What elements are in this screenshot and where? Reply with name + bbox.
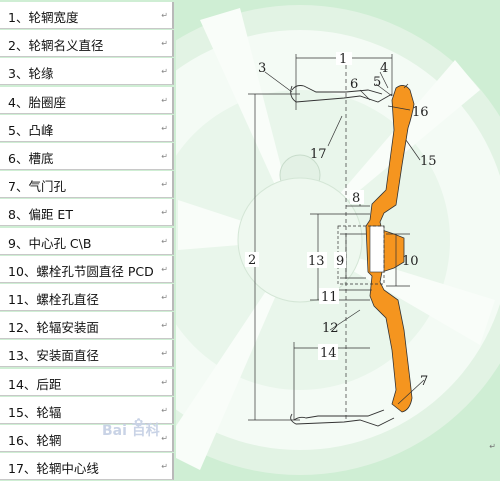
paragraph-mark-icon: ↵	[161, 39, 168, 49]
legend-item-label: 16、轮辋	[8, 433, 62, 448]
paragraph-mark-icon: ↵	[161, 349, 168, 359]
paragraph-mark-icon: ↵	[161, 180, 168, 190]
wheel-section-diagram: 1 2 3 4 5 6 7 8 9 10 11 12 13 14 15 16 1…	[176, 5, 500, 475]
paragraph-mark-icon: ↵	[161, 462, 168, 472]
paragraph-mark-icon: ↵	[161, 123, 168, 133]
callout-16: 16	[412, 105, 429, 120]
paragraph-mark-icon: ↵	[161, 236, 168, 246]
legend-item-label: 17、轮辋中心线	[8, 461, 99, 477]
legend-item: 10、螺栓孔节圆直径 PCD ↵	[0, 255, 174, 283]
paragraph-mark-icon: ↵	[161, 405, 168, 415]
legend-item-label: 7、气门孔	[8, 179, 66, 195]
legend-item: 12、轮辐安装面 ↵	[0, 312, 174, 340]
legend-item-label: 2、轮辋名义直径	[8, 38, 104, 54]
baidu-paw-icon: ✿	[134, 416, 144, 429]
legend-item: 7、气门孔 ↵	[0, 171, 174, 199]
paragraph-mark-icon: ↵	[161, 321, 168, 331]
legend-item: 9、中心孔 C\B ↵	[0, 227, 174, 255]
callout-2: 2	[248, 253, 256, 268]
callout-8: 8	[352, 191, 360, 206]
legend-item: 4、胎圈座 ↵	[0, 86, 174, 114]
legend-item: 2、轮辋名义直径 ↵	[0, 30, 174, 58]
legend-item-label: 8、偏距 ET	[8, 207, 73, 223]
dimension-lines	[248, 54, 425, 421]
callout-9: 9	[336, 254, 344, 269]
callout-15: 15	[420, 154, 437, 169]
legend-item-label: 11、螺栓孔直径	[8, 292, 99, 307]
callout-11: 11	[321, 290, 338, 305]
legend-item: 5、凸峰 ↵	[0, 114, 174, 142]
paragraph-mark-icon: ↵	[161, 11, 168, 20]
legend-item: 3、轮缘 ↵	[0, 58, 174, 86]
legend-item: 17、轮辋中心线 ↵	[0, 453, 174, 481]
paragraph-mark-icon: ↵	[161, 293, 168, 302]
rim-outline	[290, 85, 395, 427]
legend-item: 16、轮辋 ↵	[0, 425, 174, 452]
paragraph-mark-icon: ↵	[161, 264, 168, 274]
callout-3: 3	[258, 61, 266, 76]
baidu-watermark: Bai 百科	[102, 423, 160, 439]
callout-labels: 1 2 3 4 5 6 7 8 9 10 11 12 13 14 15 16 1…	[245, 52, 437, 389]
legend-item: 11、螺栓孔直径 ↵	[0, 284, 174, 311]
legend-item: 13、安装面直径 ↵	[0, 340, 174, 368]
legend-item-label: 3、轮缘	[8, 66, 54, 82]
spoke-rim-section	[365, 85, 415, 413]
paragraph-mark-icon: ↵	[161, 95, 168, 105]
callout-14: 14	[320, 346, 337, 361]
callout-6: 6	[350, 77, 358, 92]
legend-item: 1、轮辋宽度 ↵	[0, 2, 174, 29]
callout-5: 5	[373, 75, 381, 90]
rim-cross-section	[365, 85, 415, 413]
legend-item-label: 6、槽底	[8, 151, 54, 166]
legend-list: 1、轮辋宽度↵2、轮辋名义直径↵3、轮缘↵4、胎圈座↵5、凸峰↵6、槽底↵7、气…	[0, 0, 176, 481]
legend-item: 15、轮辐 ↵	[0, 396, 174, 424]
callout-4: 4	[380, 61, 388, 76]
legend-item-label: 15、轮辐	[8, 404, 62, 420]
callout-12: 12	[322, 321, 339, 336]
legend-item-label: 12、轮辐安装面	[8, 320, 99, 336]
paragraph-mark-icon: ↵	[161, 434, 168, 443]
legend-item-label: 1、轮辋宽度	[8, 10, 79, 25]
callout-7: 7	[420, 374, 428, 389]
callout-10: 10	[402, 254, 419, 269]
legend-item-label: 13、安装面直径	[8, 348, 99, 364]
legend-item-label: 4、胎圈座	[8, 94, 66, 110]
paragraph-mark-icon: ↵	[161, 152, 168, 161]
callout-17: 17	[310, 147, 327, 162]
paragraph-mark-icon: ↵	[161, 67, 168, 77]
legend-item: 14、后距 ↵	[0, 368, 174, 396]
legend-item-label: 9、中心孔 C\B	[8, 235, 92, 251]
legend-item: 6、槽底 ↵	[0, 143, 174, 170]
legend-item-label: 5、凸峰	[8, 122, 54, 138]
legend-item-label: 10、螺栓孔节圆直径 PCD	[8, 263, 154, 279]
callout-1: 1	[339, 52, 347, 67]
legend-item-label: 14、后距	[8, 376, 62, 392]
paragraph-mark-icon: ↵	[489, 442, 496, 451]
paragraph-mark-icon: ↵	[161, 377, 168, 387]
callout-13: 13	[308, 254, 325, 269]
legend-item: 8、偏距 ET ↵	[0, 199, 174, 227]
wheel-background	[176, 5, 500, 475]
paragraph-mark-icon: ↵	[161, 208, 168, 218]
